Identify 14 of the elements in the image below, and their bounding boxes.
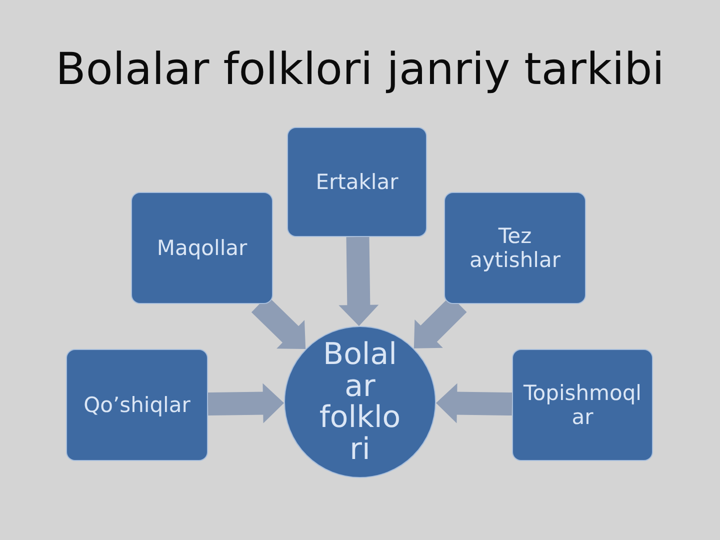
node-label: Ertaklar bbox=[316, 170, 398, 194]
rounded-box bbox=[131, 192, 273, 304]
rounded-box bbox=[66, 349, 208, 461]
node-label: Tez aytishlar bbox=[468, 224, 562, 272]
rounded-box bbox=[444, 192, 586, 304]
node-label: Bolalar folklori bbox=[318, 339, 402, 465]
block-arrow bbox=[208, 383, 284, 424]
rounded-box bbox=[512, 349, 653, 461]
rounded-box bbox=[287, 127, 427, 237]
title: Bolalar folklori janriy tarkibi bbox=[56, 43, 664, 97]
node-label: Qo’shiqlar bbox=[84, 392, 190, 418]
node-label: Maqollar bbox=[156, 236, 248, 260]
node-label: Topishmoqlar bbox=[522, 380, 642, 430]
block-arrow bbox=[338, 236, 379, 326]
